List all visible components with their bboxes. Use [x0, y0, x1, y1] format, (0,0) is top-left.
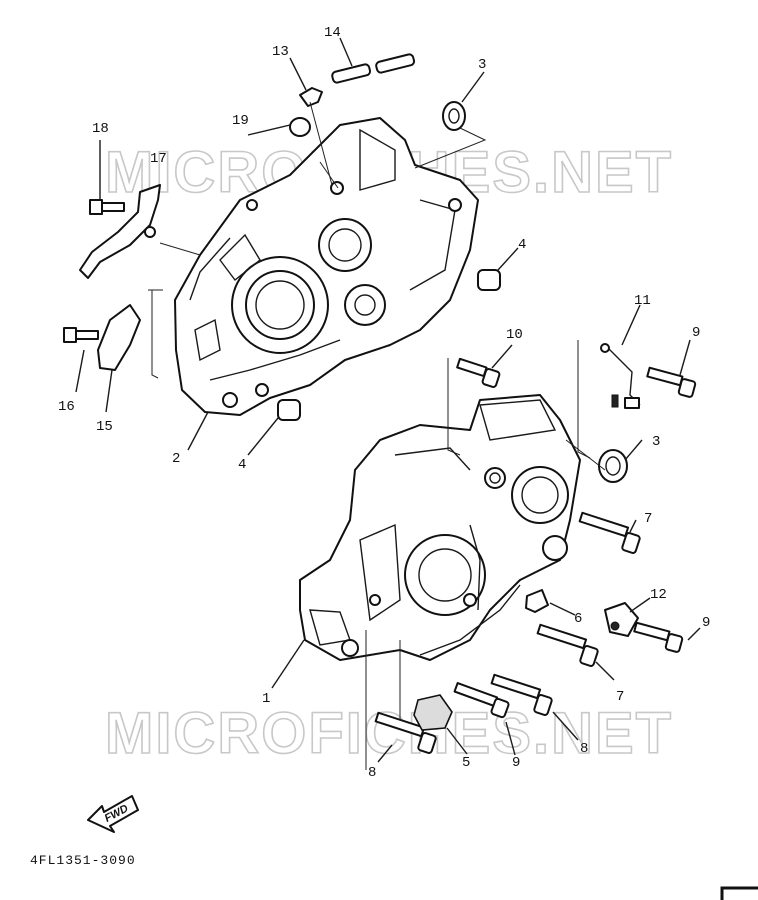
callout-16: 16 — [58, 399, 75, 415]
callout-1: 1 — [262, 691, 270, 707]
dowel-pins — [331, 53, 416, 84]
bolt-18 — [89, 199, 125, 215]
callout-4-bottom: 4 — [238, 457, 246, 473]
bolt-7-bottom — [536, 623, 599, 667]
callout-8-left: 8 — [368, 765, 376, 781]
bolt-9-right — [633, 621, 684, 653]
fitting-elbow — [299, 87, 323, 107]
crankcase-right-half — [299, 394, 581, 661]
callout-9-bottom: 9 — [512, 755, 520, 771]
bolt-10 — [456, 357, 501, 388]
callout-10: 10 — [506, 327, 523, 343]
callout-9-top: 9 — [692, 325, 700, 341]
bolt-7-top — [578, 511, 641, 554]
blind-plug — [289, 117, 311, 137]
callout-numbers: 14 13 3 19 18 17 4 11 10 9 16 15 3 2 4 7… — [58, 25, 710, 781]
part-code: 4FL1351-3090 — [30, 853, 136, 868]
crankcase-left-half — [174, 117, 479, 416]
callout-3-bottom: 3 — [652, 434, 660, 450]
callout-9-right: 9 — [702, 615, 710, 631]
shift-guide — [97, 304, 141, 371]
callout-4-top: 4 — [518, 237, 526, 253]
collar-bottom — [277, 399, 301, 421]
cap-6 — [525, 589, 549, 613]
leader-lines — [75, 37, 701, 770]
callout-19: 19 — [232, 113, 249, 129]
bolt-9-top — [646, 366, 697, 398]
watermark-bottom: MICROFICHES.NET — [105, 701, 673, 766]
bolt-9-bottom — [453, 682, 510, 719]
oil-seal-top — [442, 101, 466, 131]
collar-top — [477, 269, 501, 291]
callout-12: 12 — [650, 587, 667, 603]
callout-14: 14 — [324, 25, 341, 41]
neutral-switch-lead — [600, 343, 641, 409]
callout-7-bottom: 7 — [616, 689, 624, 705]
oil-seal-bottom — [598, 449, 628, 483]
callout-11: 11 — [634, 293, 651, 309]
strainer — [413, 694, 453, 731]
bolt-8-right — [490, 673, 553, 716]
callout-17: 17 — [150, 151, 167, 167]
callout-2: 2 — [172, 451, 180, 467]
stopper-lever — [79, 184, 161, 279]
callout-13: 13 — [272, 44, 289, 60]
callout-5: 5 — [462, 755, 470, 771]
callout-8-right: 8 — [580, 741, 588, 757]
callout-6: 6 — [574, 611, 582, 627]
corner-mark — [720, 886, 758, 900]
callout-18: 18 — [92, 121, 109, 137]
sensor-12 — [604, 602, 639, 637]
callout-3-top: 3 — [478, 57, 486, 73]
bolt-8-left — [374, 711, 437, 754]
callout-15: 15 — [96, 419, 113, 435]
callout-7-top: 7 — [644, 511, 652, 527]
bolt-16 — [63, 327, 99, 343]
forward-arrow-icon: FWD — [87, 795, 139, 833]
